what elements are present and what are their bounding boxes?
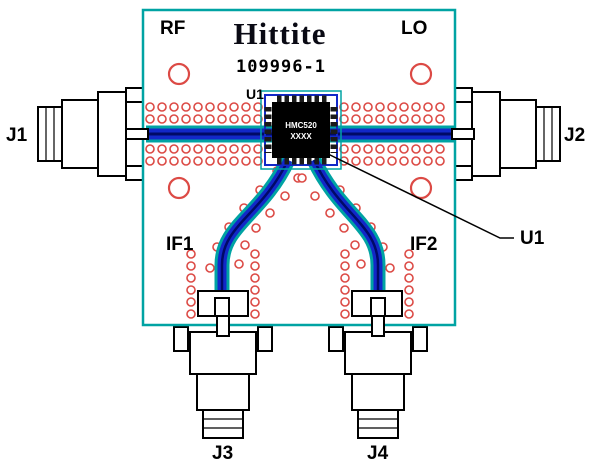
if2-launch-pad [351, 290, 403, 317]
port-label-lo: LO [401, 18, 427, 39]
connector-j4-nut-facets [358, 418, 398, 429]
pcb-board-outline [141, 8, 457, 327]
connector-j2-tab-bottom [454, 165, 473, 181]
connector-label-j2: J2 [564, 125, 585, 146]
if2-pad-pin [370, 297, 386, 317]
connector-j1-pin [125, 128, 149, 140]
u1-callout-label: U1 [520, 228, 545, 249]
if1-trace [214, 156, 295, 293]
u1-designator-label: U1 [246, 86, 264, 102]
if2-trace [307, 156, 386, 293]
u1-callout-leader-line [325, 152, 514, 239]
connector-label-j3: J3 [212, 443, 233, 464]
board-part-number: 109996-1 [236, 57, 326, 77]
port-label-if2: IF2 [410, 234, 437, 255]
mounting-holes [167, 62, 433, 200]
if1-pad-pin [214, 297, 230, 317]
port-label-rf: RF [160, 18, 185, 39]
via-array-rf-line-right [339, 102, 445, 166]
mounting-hole [167, 176, 191, 200]
connector-j2-tab-top [454, 87, 473, 103]
connector-j1-nut-facets [45, 107, 55, 161]
chip-body [272, 102, 330, 158]
connector-j4-tab-left [328, 326, 344, 352]
connector-j2-pin [451, 128, 475, 140]
connector-j4-tab-right [412, 326, 428, 352]
connector-j4-pin [371, 315, 385, 337]
connector-j3-body [196, 373, 250, 411]
chip-u1: HMC520 XXXX [260, 90, 342, 170]
connector-j3-nut [202, 409, 244, 439]
connector-j3 [173, 326, 273, 439]
via-columns-if2-pad [340, 249, 414, 319]
connector-j1-tab-bottom [125, 165, 144, 181]
connector-j1-tab-top [125, 87, 144, 103]
connector-label-j1: J1 [6, 125, 28, 146]
connector-j2-nut-facets [543, 107, 553, 161]
hittite-logo: Hittite [233, 16, 326, 51]
chip-marking-line2: XXXX [290, 132, 312, 141]
chip-footprint-outer [260, 90, 342, 170]
connector-j1-body [61, 99, 99, 169]
connector-j3-flange [189, 331, 257, 375]
connector-j1-flange [97, 91, 127, 177]
chip-marking-line1: HMC520 [285, 121, 317, 130]
connector-j4-nut [357, 409, 399, 439]
connector-label-j4: J4 [367, 443, 389, 464]
connector-j3-tab-left [173, 326, 189, 352]
connector-j3-tab-right [257, 326, 273, 352]
connector-j1-nut [37, 106, 63, 162]
via-array-rf-line-left [145, 102, 263, 166]
connector-j4 [328, 326, 428, 439]
mounting-hole [409, 176, 433, 200]
mounting-hole [409, 62, 433, 86]
connector-j4-flange [344, 331, 412, 375]
connector-j2-flange [471, 91, 501, 177]
via-columns-if1-pad [186, 249, 260, 319]
connector-j3-nut-facets [203, 418, 243, 429]
port-label-if1: IF1 [166, 234, 194, 255]
if1-launch-pad [197, 290, 249, 317]
connector-j4-body [351, 373, 405, 411]
mounting-hole [167, 62, 191, 86]
connector-j2-nut [535, 106, 561, 162]
connector-j3-pin [216, 315, 230, 337]
connector-j2-body [499, 99, 537, 169]
